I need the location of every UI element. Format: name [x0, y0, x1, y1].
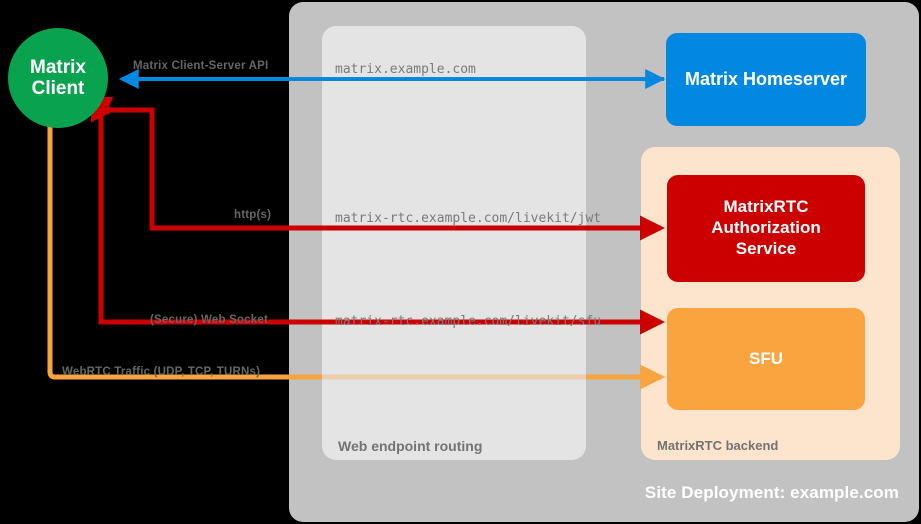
edge-https-jwt	[91, 97, 666, 241]
auth-label-line1: MatrixRTC	[723, 197, 809, 217]
edge-webrtc-traffic	[37, 99, 666, 390]
edge-caption-matrix-client-server-api: Matrix Client-Server API	[133, 60, 269, 72]
node-matrixrtc-authorization-service[interactable]: MatrixRTC Authorization Service	[667, 175, 865, 282]
node-matrix-client-label: Matrix Client	[30, 57, 86, 100]
client-label-line2: Client	[31, 78, 85, 99]
site-deployment-label: Site Deployment: example.com	[644, 483, 899, 502]
node-matrix-homeserver-label: Matrix Homeserver	[684, 69, 848, 89]
node-matrix-homeserver[interactable]: Matrix Homeserver	[666, 33, 866, 126]
edge-caption-webrtc-traffic: WebRTC Traffic (UDP, TCP, TURNs)	[62, 366, 261, 378]
node-matrix-client[interactable]: Matrix Client	[8, 28, 108, 128]
auth-label-line3: Service	[735, 238, 797, 258]
endpoint-matrix-example-com: matrix.example.com	[335, 62, 476, 77]
edge-caption-https: http(s)	[234, 209, 272, 221]
endpoint-livekit-sfu: matrix-rtc.example.com/livekit/sfu	[335, 314, 602, 329]
web-endpoint-routing-label: Web endpoint routing	[338, 438, 483, 454]
client-label-line1: Matrix	[30, 56, 86, 78]
matrixrtc-backend-label: MatrixRTC backend	[657, 438, 779, 453]
auth-label-line2: Authorization	[711, 218, 821, 238]
node-auth-label: MatrixRTC Authorization Service	[711, 197, 821, 259]
endpoint-livekit-jwt: matrix-rtc.example.com/livekit/jwt	[335, 211, 602, 226]
node-sfu[interactable]: SFU	[667, 308, 865, 410]
edge-caption-secure-web-socket: (Secure) Web Socket	[150, 314, 268, 326]
node-sfu-label: SFU	[749, 349, 783, 368]
